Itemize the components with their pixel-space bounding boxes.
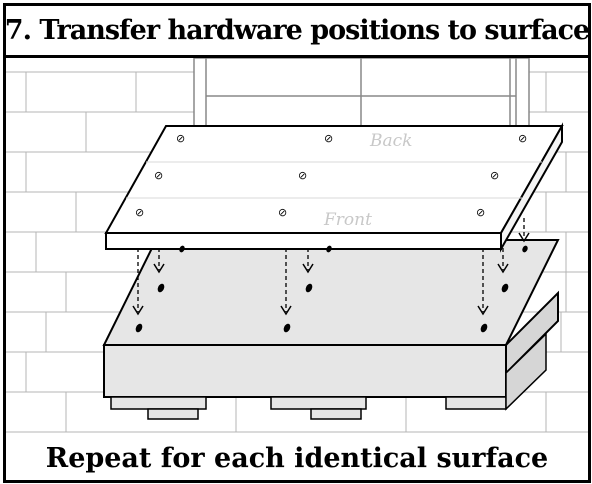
hardware-marks: ⊘ ⊘ ⊘ ⊘ ⊘ ⊘ ⊘ ⊘ ⊘ bbox=[135, 132, 527, 219]
diagram-illustration: Back Front ⊘ ⊘ ⊘ ⊘ ⊘ ⊘ ⊘ ⊘ ⊘ bbox=[6, 58, 588, 433]
target-surface-top bbox=[102, 239, 560, 346]
hardware-mark-icon: ⊘ bbox=[518, 132, 527, 145]
template-surface-front bbox=[105, 232, 502, 250]
front-label: Front bbox=[323, 210, 372, 230]
hardware-mark-icon: ⊘ bbox=[176, 132, 185, 145]
step-caption: Repeat for each identical surface bbox=[6, 436, 588, 480]
arrow-heads bbox=[132, 232, 530, 316]
target-surface-front bbox=[103, 344, 507, 398]
hardware-mark-icon: ⊘ bbox=[324, 132, 333, 145]
step-title: 7. Transfer hardware positions to surfac… bbox=[6, 6, 588, 58]
hardware-mark-icon: ⊘ bbox=[154, 169, 163, 182]
transferred-marks bbox=[135, 245, 528, 333]
hardware-mark-icon: ⊘ bbox=[298, 169, 307, 182]
support-blocks bbox=[110, 332, 547, 420]
diagram-frame: 7. Transfer hardware positions to surfac… bbox=[3, 3, 591, 483]
back-label: Back bbox=[369, 131, 412, 151]
hardware-mark-icon: ⊘ bbox=[476, 206, 485, 219]
hardware-mark-icon: ⊘ bbox=[490, 169, 499, 182]
hardware-mark-icon: ⊘ bbox=[278, 206, 287, 219]
transfer-arrows bbox=[137, 218, 525, 312]
hardware-mark-icon: ⊘ bbox=[135, 206, 144, 219]
